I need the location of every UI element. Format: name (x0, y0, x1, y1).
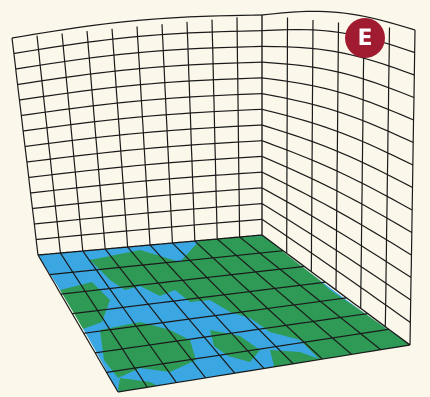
grid-line-left-horizontal (30, 171, 263, 194)
grid-line-right-horizontal (261, 93, 414, 144)
grid-line-right-horizontal (261, 203, 412, 301)
grid-line-left-horizontal (17, 61, 263, 86)
grid-line-floor-radial (82, 250, 177, 383)
grid-line-floor-radial (149, 244, 265, 369)
grid-line-floor-radial (194, 240, 323, 360)
grid-line-left-horizontal (15, 45, 263, 70)
grid-line-floor-radial (171, 242, 294, 365)
grid-line-right-horizontal (261, 218, 411, 323)
grid-line-floor-radial (216, 238, 352, 355)
grid-line-right-vertical (286, 17, 289, 254)
3d-grid-volume (11, 10, 416, 393)
badge-circle: E (345, 18, 385, 58)
grid-line-floor-radial (104, 248, 207, 379)
grid-line-floor-cross (72, 281, 326, 315)
grid-line-left-vertical (61, 33, 84, 252)
grid-line-left-horizontal (21, 93, 263, 117)
grid-line-right-horizontal (261, 10, 416, 31)
grid-line-left-horizontal (32, 187, 263, 210)
grid-line-floor-radial (59, 252, 148, 388)
grid-line-left-horizontal (34, 203, 263, 225)
grid-line-right-horizontal (261, 187, 412, 279)
grid-line-right-vertical (335, 22, 340, 291)
grid-line-floor-cross (37, 234, 263, 256)
grid-line-left-horizontal (26, 140, 263, 163)
grid-line-floor-cross (49, 250, 284, 276)
grid-line-floor-cross (60, 265, 305, 295)
grid-line-left-vertical (186, 21, 196, 242)
grid-line-floor-radial (37, 254, 119, 393)
grid-line-left-vertical (36, 35, 61, 254)
grid-line-left-vertical (111, 28, 129, 248)
grid-line-right-horizontal (261, 108, 414, 166)
grid-line-right-vertical (360, 24, 365, 309)
grid-line-left-horizontal (28, 155, 263, 179)
grid-line-right-horizontal (261, 155, 413, 234)
grid-line-left-horizontal (11, 14, 263, 39)
grid-line-left-vertical (211, 19, 218, 240)
grid-line-left-vertical (161, 24, 173, 244)
grid-line-floor-radial (127, 246, 236, 374)
grid-line-floor-cross (106, 328, 389, 373)
grid-line-left-horizontal (23, 108, 263, 132)
grid-line-right-horizontal (261, 29, 415, 54)
grid-line-left-horizontal (19, 77, 263, 101)
grid-line-floor-cross (95, 313, 368, 354)
grid-line-right-horizontal (261, 45, 415, 76)
grid-line-left-horizontal (36, 218, 263, 241)
grid-line-left-vertical (236, 17, 241, 238)
grid-line-left-vertical (86, 31, 106, 250)
grid-line-right-vertical (384, 27, 391, 327)
grid-line-floor-cross (83, 297, 347, 334)
grid-line-floor-radial (239, 236, 382, 351)
grid-line-floor-radial (261, 234, 411, 346)
grid-line-right-horizontal (261, 171, 412, 256)
badge-letter: E (357, 25, 373, 51)
grid-line-left-horizontal (24, 124, 263, 148)
grid-line-right-horizontal (261, 124, 413, 189)
grid-line-right-horizontal (261, 140, 413, 211)
grid-line-floor-cross (117, 344, 411, 393)
grid-line-left-horizontal (13, 30, 263, 55)
grid-line-left-vertical (136, 26, 151, 246)
grid-line-right-horizontal (261, 77, 414, 121)
grid-line-right-horizontal (261, 61, 415, 99)
grid-line-right-vertical (310, 19, 314, 272)
